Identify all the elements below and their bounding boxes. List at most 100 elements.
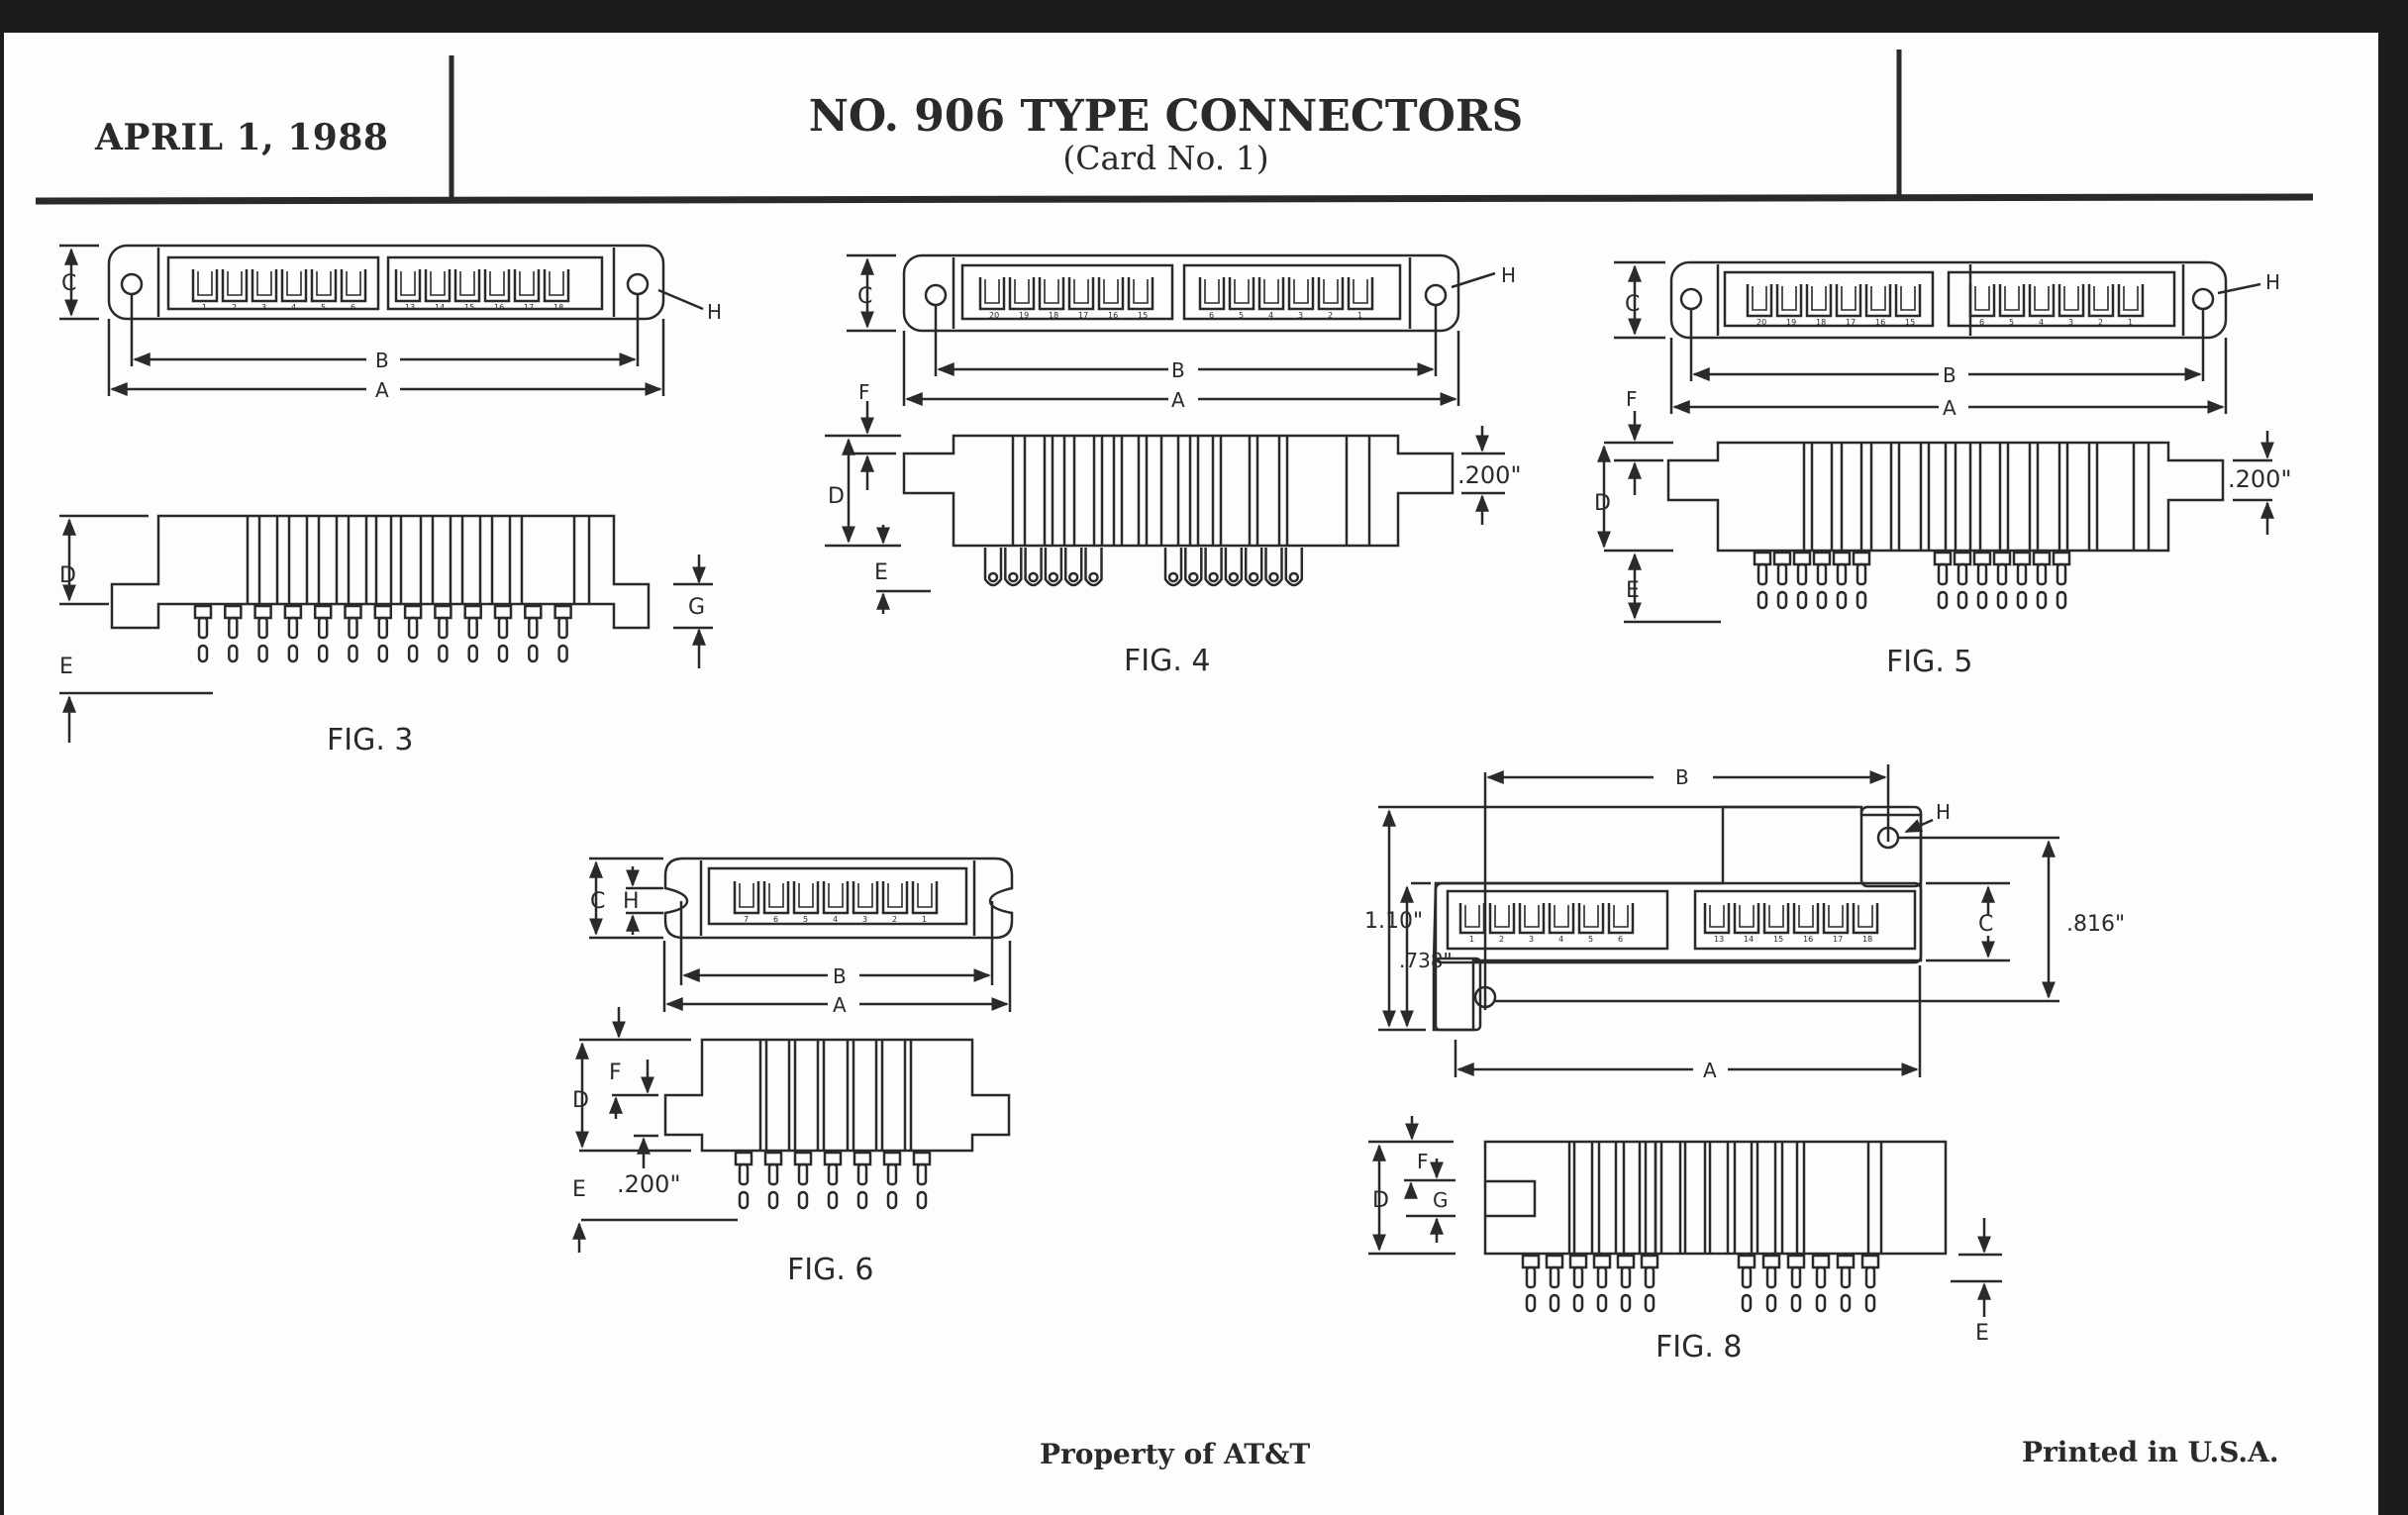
pin-stem	[1796, 562, 1808, 586]
fig6-side-body	[663, 1038, 1011, 1153]
contact-outline	[733, 881, 760, 915]
fig3-label-a: A	[375, 378, 389, 402]
pin-tip	[1937, 590, 1949, 610]
contact-outline	[1864, 284, 1892, 318]
pin-stem	[1765, 1265, 1777, 1289]
pin-base	[224, 604, 243, 620]
pin-stem	[738, 1162, 750, 1186]
contact-outline	[394, 269, 422, 303]
contact-outline	[251, 269, 278, 303]
pin-eyelet	[1268, 571, 1279, 583]
pin-tip	[1790, 1293, 1802, 1313]
pin-base	[253, 604, 272, 620]
contact-outline	[762, 881, 790, 915]
contact-number: 16	[494, 303, 504, 312]
contact-inner	[430, 271, 446, 296]
pin-eyelet	[1008, 571, 1019, 583]
fig4-label-f: F	[858, 380, 870, 404]
contact-number: 2	[1328, 311, 1333, 320]
contact-inner	[197, 271, 213, 296]
pin-tip	[2016, 590, 2028, 610]
contact-number: 1	[1469, 935, 1474, 944]
fig8-label-b: B	[1675, 765, 1689, 789]
pin-base	[2032, 551, 2052, 566]
pin-stem	[467, 616, 478, 640]
pin	[1184, 548, 1203, 587]
pin-base	[823, 1151, 843, 1166]
fig4-label-c: C	[857, 284, 872, 309]
contact-number: 18	[553, 303, 563, 312]
pin-stem	[317, 616, 329, 640]
contact-number: 4	[1268, 311, 1273, 320]
pin-base	[2012, 551, 2032, 566]
contact-outline	[1835, 284, 1862, 318]
contact-outline	[1746, 284, 1773, 318]
pin-tip	[1765, 1293, 1777, 1313]
contact-inner	[1554, 905, 1569, 928]
pin-stem	[2036, 562, 2048, 586]
pin-tip	[738, 1190, 750, 1210]
contact-outline	[1775, 284, 1803, 318]
pin-stem	[916, 1162, 928, 1186]
pin-eyelet	[1167, 571, 1179, 583]
pin-stem	[1864, 1265, 1876, 1289]
pin-base	[763, 1151, 783, 1166]
fig6-label-b: B	[833, 964, 847, 988]
contact-number: 13	[405, 303, 415, 312]
pin-base	[1772, 551, 1792, 566]
fig3-label-e: E	[59, 655, 73, 679]
fig8-dimension-816: .816"	[2066, 912, 2125, 937]
contact-inner	[1263, 279, 1279, 304]
fig6-label-a: A	[833, 993, 847, 1017]
fig6-top-body	[663, 857, 1014, 940]
fig4-side-body	[902, 434, 1455, 548]
pin-base	[882, 1151, 902, 1166]
contact-number: 6	[351, 303, 355, 312]
contact-inner	[2093, 286, 2109, 311]
pin-stem	[407, 616, 419, 640]
contact-inner	[857, 883, 873, 908]
contact-outline	[1458, 903, 1486, 935]
pin-stem	[528, 616, 539, 640]
fig5-labels: C H B A F D E .200" FIG. 5	[1594, 270, 2291, 679]
contact-inner	[798, 883, 814, 908]
pin-base	[1761, 1254, 1781, 1269]
contact-number: 5	[803, 915, 808, 924]
fig6-pins	[734, 1151, 932, 1210]
contact-inner	[1323, 279, 1339, 304]
pin-eyelet	[1288, 571, 1300, 583]
contact-number: 15	[1773, 935, 1783, 944]
fig5-label-e: E	[1626, 578, 1640, 603]
fig3-label-h: H	[707, 300, 722, 324]
pin-tip	[377, 644, 389, 663]
contact-inner	[1974, 286, 1990, 311]
contact-number: 2	[2098, 318, 2103, 327]
pin-base	[1832, 551, 1852, 566]
contact-number: 6	[1979, 318, 1984, 327]
contact-number: 4	[2039, 318, 2044, 327]
pin-stem	[1644, 1265, 1656, 1289]
pin-base	[493, 604, 513, 620]
contact-number: 6	[1618, 935, 1623, 944]
contact-outline	[2028, 284, 2056, 318]
contact-number: 3	[1298, 311, 1303, 320]
contact-inner	[1293, 279, 1309, 304]
pin-tip	[1756, 590, 1768, 610]
contact-number: 1	[202, 303, 207, 312]
pin-base	[1836, 1254, 1856, 1269]
fig5-pins	[1753, 551, 2071, 610]
contact-outline	[1703, 903, 1731, 935]
fig8-labels: B H C A 1.10" .738" .816" F G D E FIG. 8	[1364, 765, 2125, 1364]
pin-tip	[557, 644, 568, 663]
contact-outline	[1228, 277, 1255, 311]
contact-outline	[1127, 277, 1154, 311]
pin-stem	[1996, 562, 2008, 586]
pin-eyelet	[1067, 571, 1079, 583]
contact-number: 2	[892, 915, 897, 924]
contact-outline	[1317, 277, 1345, 311]
fig8-label-f: F	[1417, 1150, 1429, 1173]
fig8-label-h: H	[1936, 800, 1951, 824]
